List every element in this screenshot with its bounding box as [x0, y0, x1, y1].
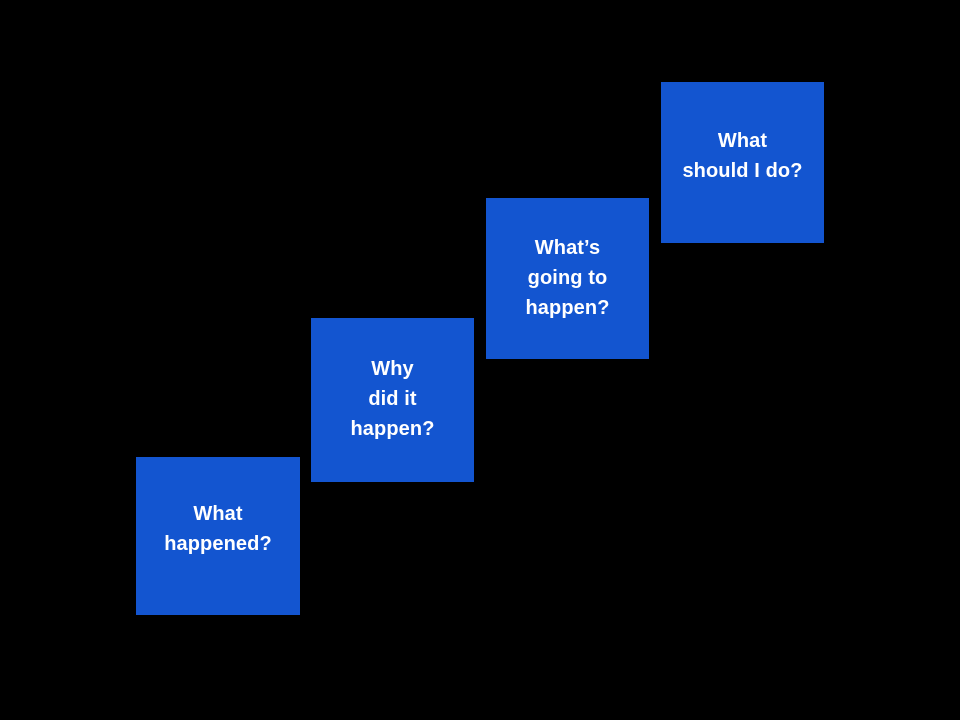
stage-box-2[interactable]: Why did it happen?	[311, 318, 474, 482]
stage-box-1[interactable]: What happened?	[136, 457, 300, 615]
stage-box-2-label: Why did it happen?	[350, 358, 435, 440]
stage-box-3[interactable]: What’s going to happen?	[486, 198, 649, 359]
stage-box-4[interactable]: What should I do?	[661, 82, 824, 243]
stage-box-3-label: What’s going to happen?	[525, 236, 610, 319]
stage-box-4-label: What should I do?	[682, 129, 803, 182]
stage-box-1-label: What happened?	[164, 503, 272, 555]
